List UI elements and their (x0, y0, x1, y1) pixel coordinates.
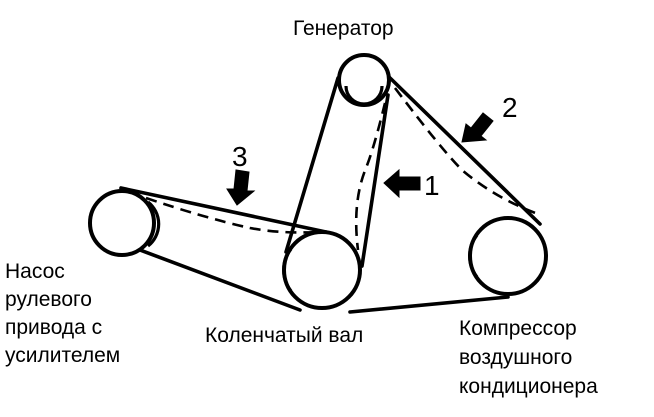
label-pump-line-1: Насос (5, 260, 65, 283)
callout-2: 2 (502, 92, 518, 123)
crankshaft-pulley (282, 230, 362, 310)
label-compressor-line-2: воздушного (459, 346, 572, 369)
label-compressor-line-3: кондиционера (459, 375, 598, 398)
label-pump-line-3: привода с (5, 316, 102, 339)
compressor-pulley (468, 216, 548, 296)
arrow-2-icon (461, 112, 494, 143)
label-compressor-line-1: Компрессор (459, 317, 577, 340)
label-pump-line-4: усилителем (5, 344, 120, 367)
belt-crankshaft-generator (284, 76, 390, 268)
belt-route-dashed-1 (354, 102, 387, 251)
arrow-1-icon (383, 168, 421, 199)
power-steering-pump-pulley (88, 189, 161, 257)
label-power-steering-pump: Насос рулевого привода с усилителем (5, 260, 120, 367)
callout-1: 1 (424, 170, 440, 201)
belt-route-dashed-2 (393, 87, 539, 216)
label-pump-line-2: рулевого (5, 288, 92, 311)
generator-pulley (337, 53, 391, 107)
label-generator: Генератор (293, 17, 394, 40)
callout-3: 3 (232, 141, 248, 172)
label-ac-compressor: Компрессор воздушного кондиционера (459, 317, 598, 398)
belt-generator-compressor (348, 74, 542, 314)
label-crankshaft: Коленчатый вал (205, 324, 363, 347)
arrow-3-icon (226, 169, 256, 206)
belt-route-dashed-3 (145, 196, 319, 234)
